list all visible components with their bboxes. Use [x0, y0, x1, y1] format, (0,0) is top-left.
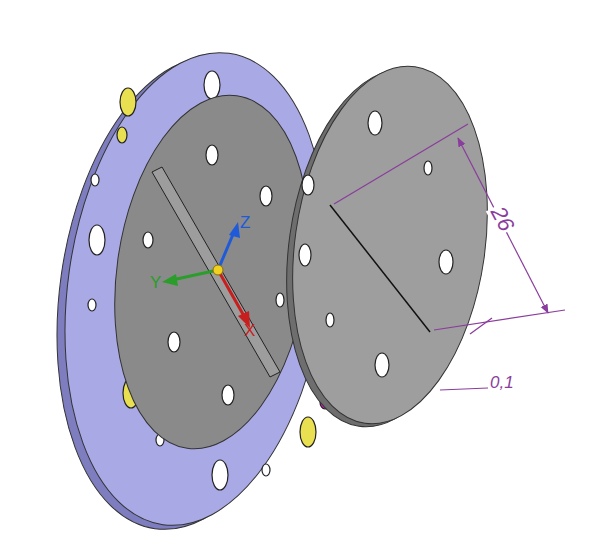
coordinate-axes [162, 222, 250, 328]
axis-label: X [244, 322, 255, 339]
dimension-value: 0,1 [490, 374, 514, 391]
dimension-lines [334, 124, 565, 390]
axis-label: Z [240, 214, 250, 231]
dimension-value: 26 [486, 201, 519, 236]
axis-label: Y [150, 274, 161, 291]
front-disc [265, 54, 509, 440]
